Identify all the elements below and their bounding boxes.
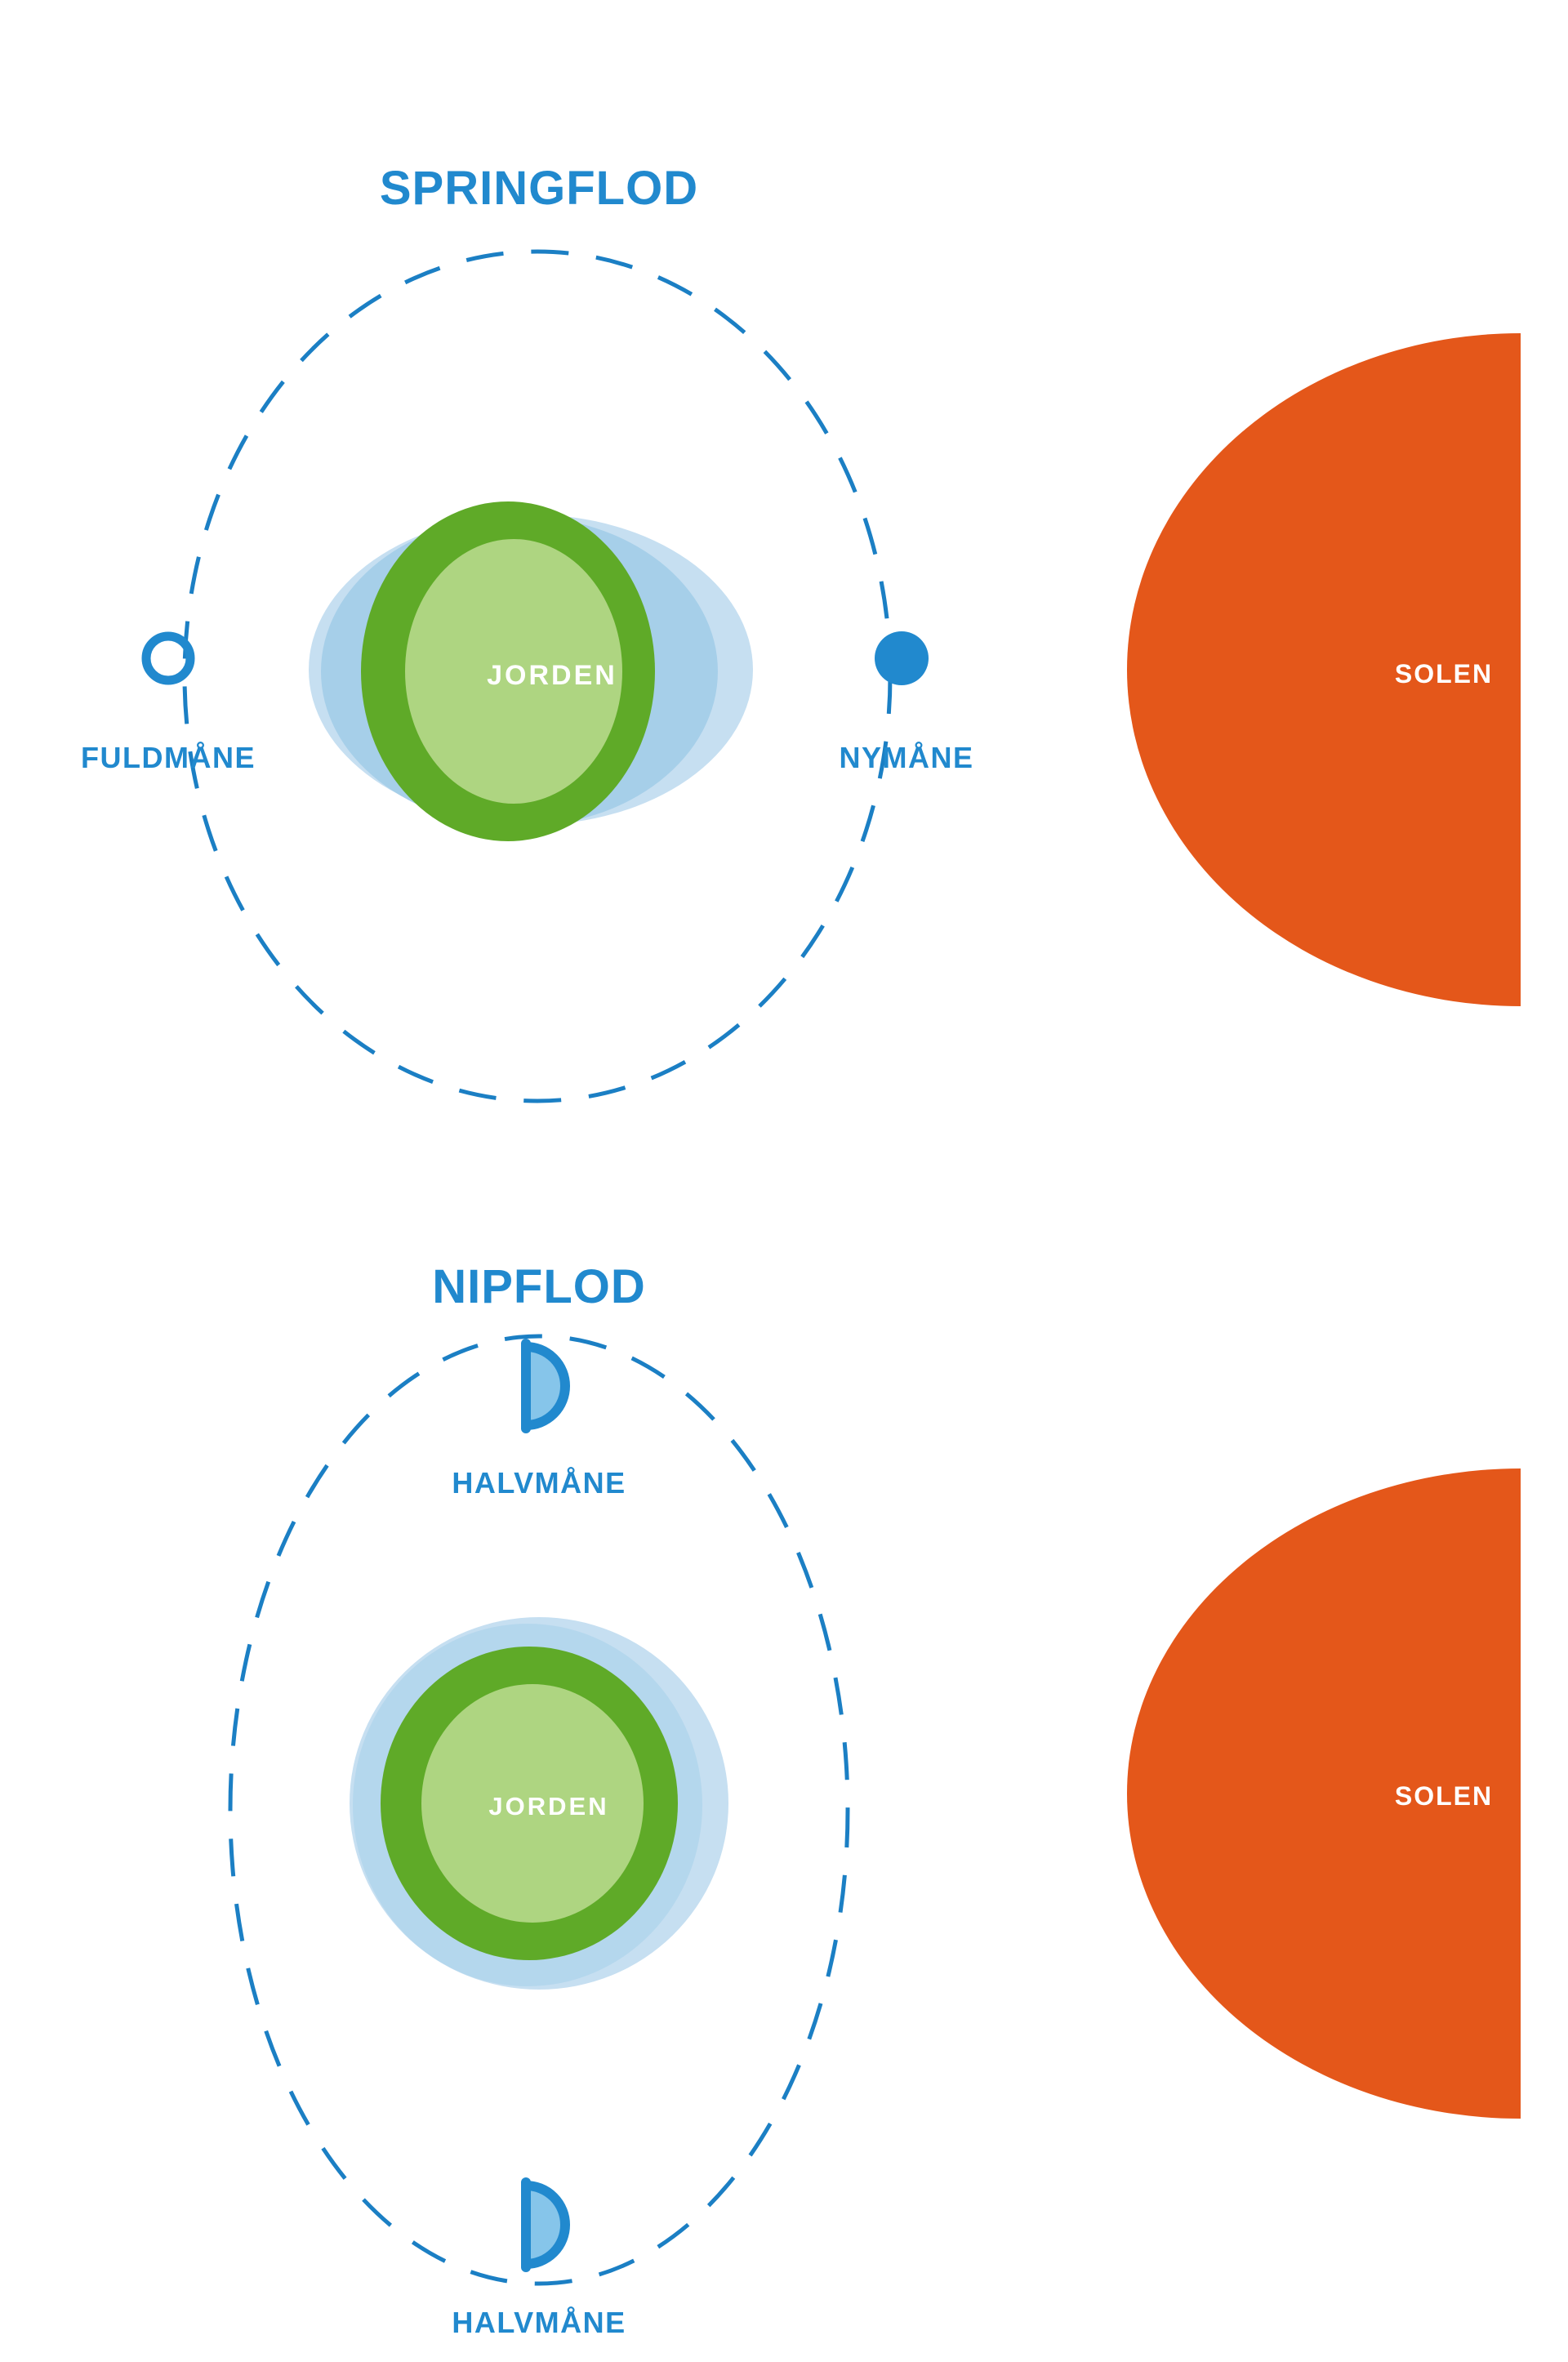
earth-core-nipflod [421, 1684, 644, 1923]
earth-label-springflod: JORDEN [487, 660, 617, 691]
section-nipflod [228, 1334, 1521, 2286]
earth-core-springflod [405, 539, 622, 804]
section-title-springflod: SPRINGFLOD [380, 162, 698, 215]
moon-orbit-path-nipflod [228, 1334, 850, 2286]
section-springflod [141, 249, 1521, 1103]
new-moon-icon[interactable] [875, 631, 929, 685]
earth-label-nipflod: JORDEN [488, 1792, 608, 1821]
sun-label-nipflod: SOLEN [1395, 1781, 1493, 1811]
full-moon-label: FULDMÅNE [81, 741, 256, 774]
half-moon-icon-bottom[interactable] [521, 2177, 570, 2272]
half-moon-label-bottom: HALVMÅNE [452, 2306, 626, 2339]
section-title-nipflod: NIPFLOD [432, 1260, 646, 1313]
sun-shape-nipflod [1127, 1468, 1521, 2119]
full-moon-icon[interactable] [141, 631, 195, 685]
sun-label-springflod: SOLEN [1395, 659, 1493, 689]
sun-shape-springflod [1127, 333, 1521, 1006]
new-moon-label: NYMÅNE [839, 741, 973, 774]
half-moon-icon-top[interactable] [521, 1339, 570, 1433]
half-moon-label-top: HALVMÅNE [452, 1466, 626, 1500]
